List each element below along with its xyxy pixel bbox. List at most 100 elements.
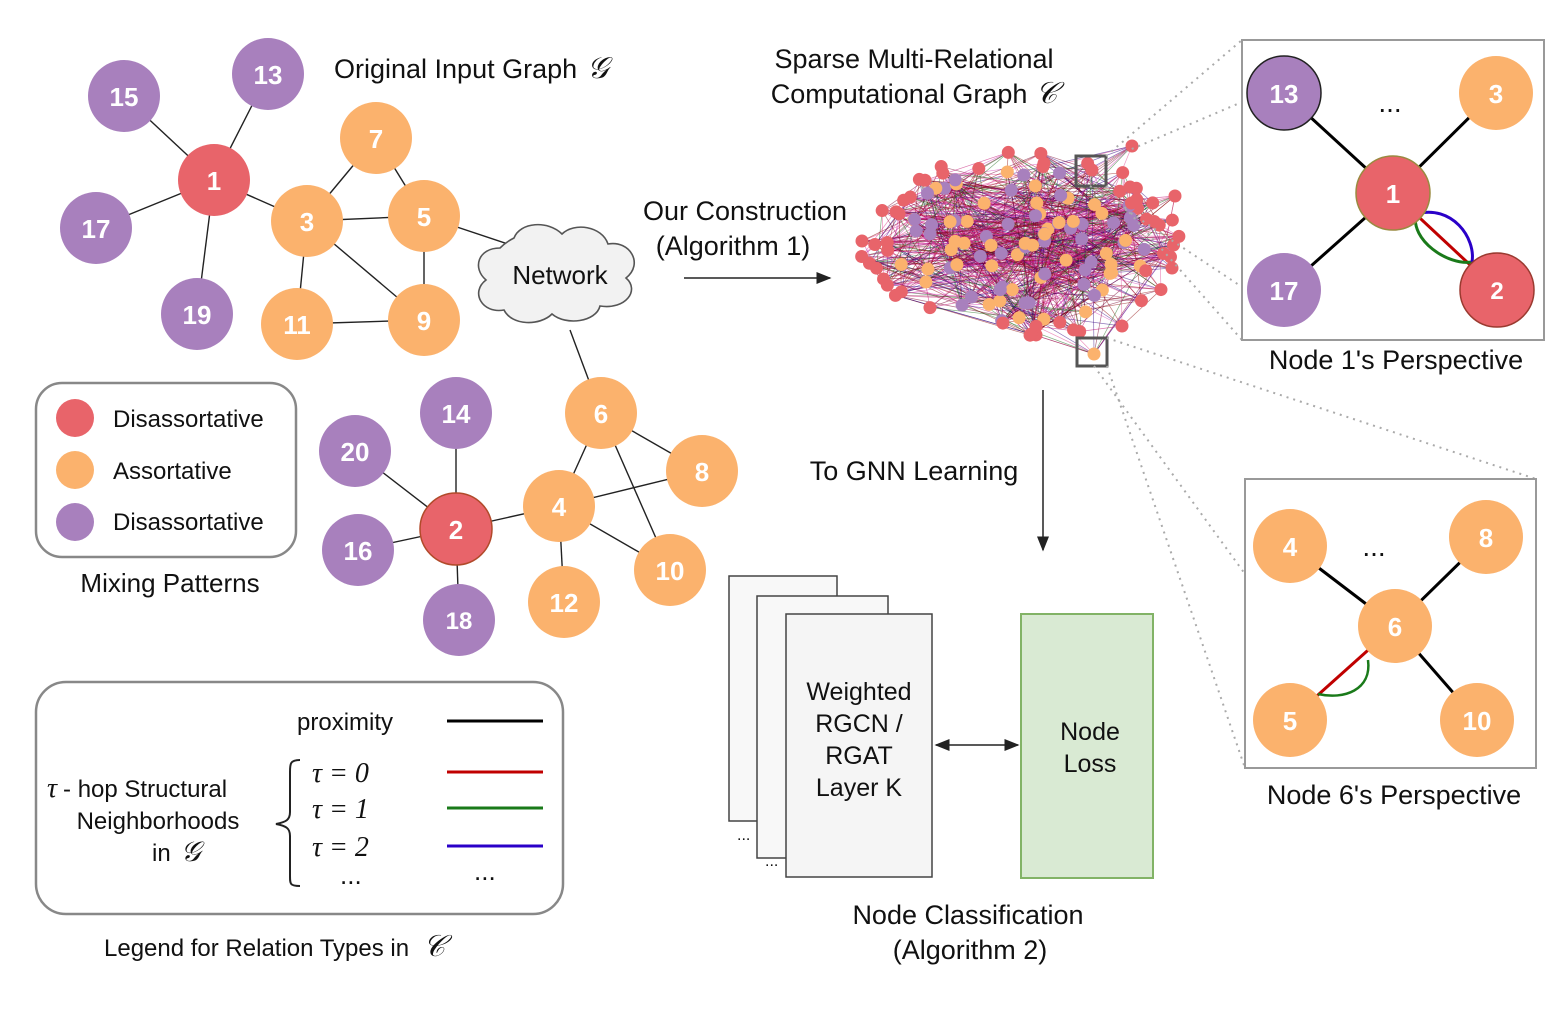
dense-graph-node: [1127, 218, 1141, 232]
svg-text:3: 3: [1489, 79, 1503, 109]
dense-graph-node: [868, 238, 882, 252]
node6-perspective-panel: 4 8 6 5 10 ...: [1244, 478, 1537, 769]
svg-text:5: 5: [1283, 706, 1297, 736]
dense-graph-node: [923, 301, 937, 315]
svg-text:5: 5: [417, 202, 431, 232]
dense-graph-node: [1073, 325, 1087, 339]
dense-graph-node: [1038, 227, 1052, 241]
dense-graph-node: [1134, 294, 1148, 308]
dense-graph-node: [881, 243, 895, 257]
dense-graph-node: [944, 243, 958, 257]
dense-graph-node: [972, 162, 986, 176]
dense-graph-node: [1113, 184, 1127, 198]
zoom-lines: [1089, 39, 1537, 769]
graph-node-4: 4: [523, 470, 595, 542]
dense-graph-node: [1005, 283, 1019, 297]
graph-node-9: 9: [388, 284, 460, 356]
dense-graph-node: [1087, 288, 1101, 302]
tau-ellipsis-left: ...: [340, 860, 362, 890]
dense-graph-node: [943, 215, 957, 229]
dense-graph-node: [957, 236, 971, 250]
dense-graph-node: [1000, 165, 1014, 179]
graph-node-19: 19: [161, 278, 233, 350]
dense-graph-node: [996, 316, 1010, 330]
dense-graph-node: [994, 246, 1008, 260]
svg-text:14: 14: [442, 399, 471, 429]
dense-graph-node: [1010, 248, 1024, 262]
dense-graph-node: [985, 259, 999, 273]
dense-graph-node: [964, 290, 978, 304]
dense-graph-node: [1038, 267, 1052, 281]
dense-computational-graph: [855, 139, 1186, 361]
dense-graph-node: [1125, 139, 1139, 153]
legend-label-assortative: Assortative: [113, 458, 232, 485]
node6-perspective-title: Node 6's Perspective: [1267, 780, 1521, 810]
dense-graph-node: [1152, 218, 1166, 232]
graph-node-12: 12: [528, 566, 600, 638]
sparse-graph-title-line1: Sparse Multi-Relational: [774, 44, 1053, 74]
node6-view-node-5: 5: [1253, 683, 1327, 757]
dense-graph-node: [1116, 166, 1130, 180]
svg-text:12: 12: [550, 588, 579, 618]
dense-graph-node: [993, 294, 1007, 308]
legend-dot-disassortative-purple: [56, 503, 94, 541]
dense-graph-node: [909, 224, 923, 238]
dense-graph-node: [1066, 214, 1080, 228]
node1-perspective-panel: 13 3 1 17 2 ...: [1241, 39, 1545, 341]
node6-view-node-6: 6: [1358, 589, 1432, 663]
dense-graph-node: [1077, 277, 1091, 291]
tau-2-label: τ = 2: [312, 832, 369, 863]
construction-label-line2: (Algorithm 1): [656, 231, 811, 261]
layer-text-4: Layer K: [816, 774, 902, 802]
dense-graph-node: [1012, 311, 1026, 325]
graph-node-18: 18: [423, 584, 495, 656]
svg-text:8: 8: [695, 457, 709, 487]
svg-text:17: 17: [82, 214, 111, 244]
dense-graph-node: [919, 275, 933, 289]
svg-text:6: 6: [594, 399, 608, 429]
dense-graph-node: [920, 186, 934, 200]
graph-node-3: 3: [271, 185, 343, 257]
node1-view-node-13: 13: [1246, 55, 1322, 131]
graph-node-8: 8: [666, 435, 738, 507]
dense-graph-node: [960, 214, 974, 228]
svg-text:9: 9: [417, 306, 431, 336]
svg-text:20: 20: [341, 437, 370, 467]
graph-node-2: 2: [419, 492, 493, 566]
svg-text:16: 16: [344, 536, 373, 566]
dense-graph-node: [880, 278, 894, 292]
graph-node-6: 6: [565, 377, 637, 449]
dense-graph-node: [1107, 216, 1121, 230]
dense-graph-node: [1004, 183, 1018, 197]
stack-dots-1: ...: [737, 827, 750, 844]
original-graph-nodes: 1 13 15 17 19 3 5 7 9 11 6 4 8 10 12 2 1…: [60, 38, 738, 656]
node1-view-node-1: 1: [1355, 155, 1431, 231]
dense-graph-node: [1085, 163, 1099, 177]
dense-graph-node: [1001, 217, 1015, 231]
graph-node-7: 7: [340, 102, 412, 174]
dense-graph-node: [921, 262, 935, 276]
dense-graph-node: [897, 193, 911, 207]
dense-graph-node: [1146, 196, 1160, 210]
dense-graph-node: [912, 172, 926, 186]
node1-view-node-2: 2: [1459, 252, 1535, 328]
svg-text:3: 3: [300, 207, 314, 237]
svg-text:13: 13: [1270, 79, 1299, 109]
dense-graph-node: [875, 204, 889, 218]
node6-view-node-8: 8: [1449, 500, 1523, 574]
dense-graph-node: [855, 249, 869, 263]
dense-graph-node: [1053, 166, 1067, 180]
graph-node-14: 14: [420, 377, 492, 449]
node6-view-node-10: 10: [1440, 683, 1514, 757]
dense-graph-node: [1105, 266, 1119, 280]
svg-text:4: 4: [1283, 532, 1298, 562]
node1-perspective-title: Node 1's Perspective: [1269, 345, 1523, 375]
svg-text:6: 6: [1388, 612, 1402, 642]
dense-graph-node: [1030, 196, 1044, 210]
dense-graph-node: [993, 283, 1007, 297]
dense-graph-node: [894, 257, 908, 271]
dense-graph-node: [1139, 264, 1153, 278]
dense-graph-node: [982, 297, 996, 311]
